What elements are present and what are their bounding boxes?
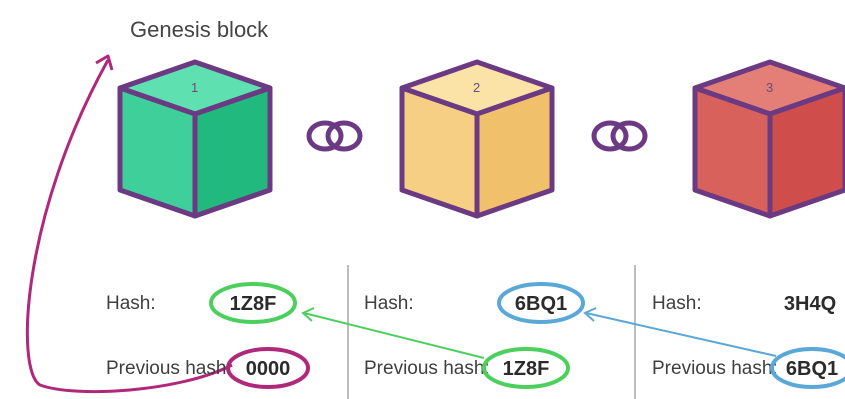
block-3-prev-hash-ring xyxy=(770,347,845,389)
block-2-hash-label: Hash: xyxy=(364,293,414,314)
block-3-cube: 3 xyxy=(692,59,845,219)
block-1-prev-hash-value: 0000 xyxy=(246,358,291,380)
block-3-prev-hash-value: 6BQ1 xyxy=(786,358,838,380)
block-2-prev-hash-value: 1Z8F xyxy=(503,358,550,380)
block-1-prev-hash-ring xyxy=(226,347,310,389)
hash-link-arrow-green xyxy=(301,307,485,359)
block-1-right-face xyxy=(192,85,273,219)
block-2-cube: 2 xyxy=(399,59,555,219)
block-1-prev-hash-label: Previous hash: xyxy=(106,358,232,379)
block-3-right-face xyxy=(767,85,845,219)
block-2-prev-hash-ring xyxy=(482,347,570,389)
block-2-number: 2 xyxy=(473,80,480,95)
block-2-right-face xyxy=(474,85,555,219)
chain-link-icon xyxy=(591,120,648,152)
block-3-hash-label: Hash: xyxy=(652,293,702,314)
block-2-hash-ring xyxy=(497,282,585,324)
chain-link-icon xyxy=(306,120,363,152)
block-2-hash-value: 6BQ1 xyxy=(515,293,567,315)
genesis-arrow xyxy=(25,54,233,394)
block-1-hash-value: 1Z8F xyxy=(230,293,277,315)
block-3-hash-value: 3H4Q xyxy=(784,293,836,315)
block-3-number: 3 xyxy=(766,80,773,95)
block-1-hash-ring xyxy=(209,282,297,324)
block-2-prev-hash-label: Previous hash: xyxy=(364,358,490,379)
block-1-cube: 1 xyxy=(117,59,273,219)
genesis-block-label: Genesis block xyxy=(130,17,269,42)
block-1-number: 1 xyxy=(191,80,198,95)
hash-link-arrow-blue xyxy=(583,307,777,357)
block-3-prev-hash-label: Previous hash: xyxy=(652,358,778,379)
block-1-hash-label: Hash: xyxy=(106,293,156,314)
